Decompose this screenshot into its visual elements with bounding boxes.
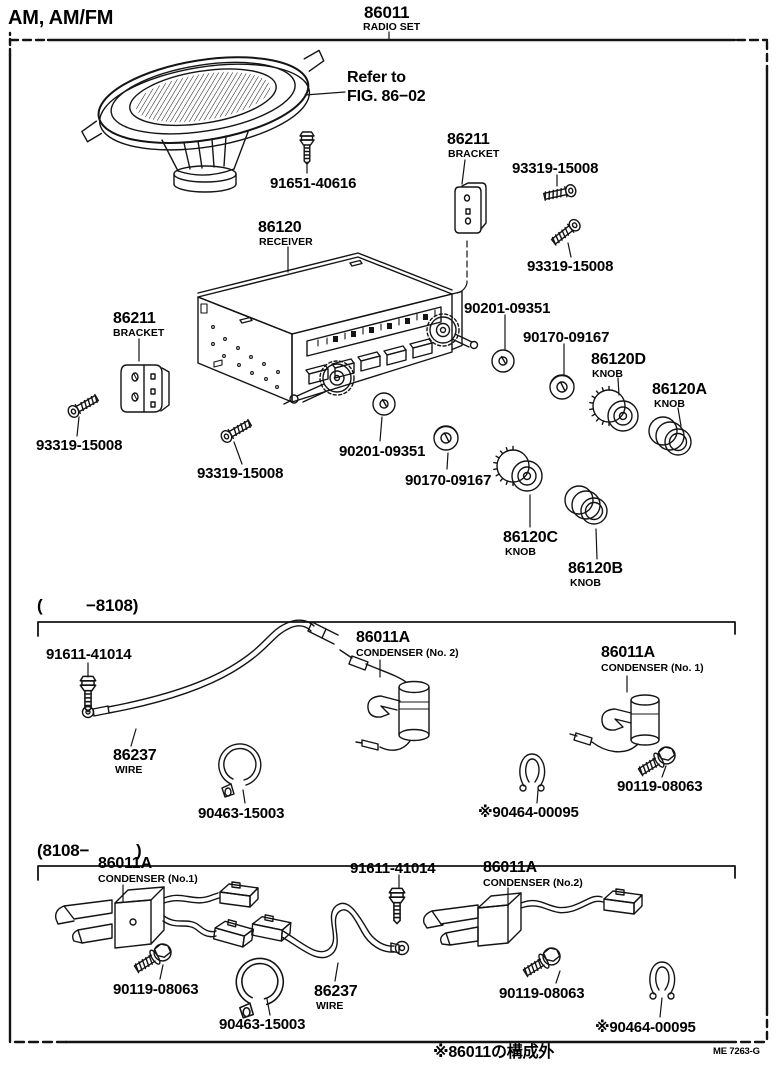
screw-left-2-art: [218, 417, 254, 445]
receiver-art: [197, 252, 479, 405]
clip-early-art: [519, 753, 546, 792]
condenser-no2-early-art: [339, 649, 430, 751]
washer-mid-art: [372, 392, 396, 416]
screw-91611-late-art: [388, 887, 406, 925]
connector-late-2-art: [212, 917, 255, 949]
condenser-no1-late-art: [54, 886, 220, 949]
knob-a-name: KNOB: [654, 398, 685, 410]
bracket-right-art: [454, 182, 487, 234]
late-condenser2-number: 86011A: [483, 859, 537, 876]
condenser-no1-early-art: [569, 694, 660, 753]
speaker-screw-art: [299, 131, 315, 165]
section-brackets: [37, 621, 736, 881]
early-range-open: (: [37, 596, 43, 615]
knob-d-number: 86120D: [591, 351, 646, 368]
screw-top-right-2-art: [548, 216, 584, 248]
clamp-late-art: [235, 957, 285, 1019]
knob-c-art: [493, 445, 543, 492]
nut-mid-art: [433, 425, 459, 451]
late-screw-label: 91611-41014: [350, 860, 436, 877]
early-clip-label: ※90464-00095: [478, 804, 579, 821]
system-label: AM, AM/FM: [8, 7, 114, 29]
footnote: ※86011の構成外: [433, 1044, 555, 1061]
bracket-left-number: 86211: [113, 310, 156, 327]
screw-tr2-label: 93319-15008: [527, 258, 614, 275]
early-condenser1-number: 86011A: [601, 644, 655, 661]
screw-l1-label: 93319-15008: [36, 437, 123, 454]
late-condenser1-number: 86011A: [98, 855, 152, 872]
bracket-left-art: [120, 364, 170, 413]
late-bolt-left-label: 90119-08063: [113, 981, 199, 998]
early-condenser2-number: 86011A: [356, 629, 410, 646]
washer-mid-label: 90201-09351: [339, 443, 426, 460]
late-condenser2-name: CONDENSER (No.2): [483, 877, 583, 889]
late-range-close: ): [136, 841, 142, 860]
bracket-right-name: BRACKET: [448, 148, 500, 160]
connector-late-3-art: [603, 888, 643, 915]
connector-late-1-art: [219, 881, 259, 908]
late-wire-number: 86237: [314, 983, 358, 1000]
knob-a-art: [648, 416, 692, 456]
early-condenser1-name: CONDENSER (No. 1): [601, 662, 704, 674]
knob-a-number: 86120A: [652, 381, 707, 398]
radio-set-name: RADIO SET: [363, 21, 421, 33]
speaker-art: [81, 49, 325, 193]
late-range-open: (8108−: [37, 841, 90, 860]
condenser-no2-late-art: [422, 892, 604, 947]
knob-d-art: [589, 385, 639, 432]
early-bolt-label: 90119-08063: [617, 778, 703, 795]
speaker-ref-line1: Refer to: [347, 69, 406, 86]
bolt-early-art: [635, 742, 679, 780]
knob-c-number: 86120C: [503, 529, 558, 546]
washer-right-art: [491, 349, 515, 373]
nut-right-label: 90170-09167: [523, 329, 610, 346]
late-wire-name: WIRE: [316, 1000, 344, 1012]
radio-set-number: 86011: [364, 3, 410, 22]
wire-86237-late-art: [250, 902, 410, 959]
screw-top-right-1-art: [542, 183, 578, 203]
bolt-late-right-art: [520, 943, 564, 981]
late-bolt-right-label: 90119-08063: [499, 985, 585, 1002]
knob-b-name: KNOB: [570, 577, 601, 589]
speaker-screw-label: 91651-40616: [270, 175, 357, 192]
receiver-name: RECEIVER: [259, 236, 313, 248]
early-wire-number: 86237: [113, 747, 157, 764]
bracket-left-name: BRACKET: [113, 327, 165, 339]
knob-d-name: KNOB: [592, 368, 623, 380]
doc-code: ME 7263-G: [713, 1046, 760, 1057]
washer-right-label: 90201-09351: [464, 300, 551, 317]
screw-tr1-label: 93319-15008: [512, 160, 599, 177]
early-clamp-label: 90463-15003: [198, 805, 285, 822]
knob-b-number: 86120B: [568, 560, 623, 577]
leader-lines: [76, 31, 682, 1018]
late-condenser1-name: CONDENSER (No.1): [98, 873, 198, 885]
early-range-text: −8108): [86, 596, 139, 615]
nut-mid-label: 90170-09167: [405, 472, 492, 489]
receiver-number: 86120: [258, 219, 302, 236]
clip-late-art: [649, 961, 676, 1000]
late-clip-label: ※90464-00095: [595, 1019, 696, 1036]
knob-c-name: KNOB: [505, 546, 536, 558]
early-wire-name: WIRE: [115, 764, 143, 776]
screw-l2-label: 93319-15008: [197, 465, 284, 482]
nut-right-art: [549, 374, 575, 400]
screw-left-1-art: [65, 392, 101, 420]
early-condenser2-name: CONDENSER (No. 2): [356, 647, 459, 659]
diagram-border: [8, 31, 769, 1044]
knob-b-art: [564, 485, 608, 525]
wire-86237-early-art: [81, 619, 339, 719]
bracket-right-number: 86211: [447, 131, 490, 148]
late-clamp-label: 90463-15003: [219, 1016, 306, 1033]
early-screw-label: 91611-41014: [46, 646, 132, 663]
clamp-early-art: [218, 743, 262, 798]
speaker-ref-line2: FIG. 86−02: [347, 88, 426, 105]
